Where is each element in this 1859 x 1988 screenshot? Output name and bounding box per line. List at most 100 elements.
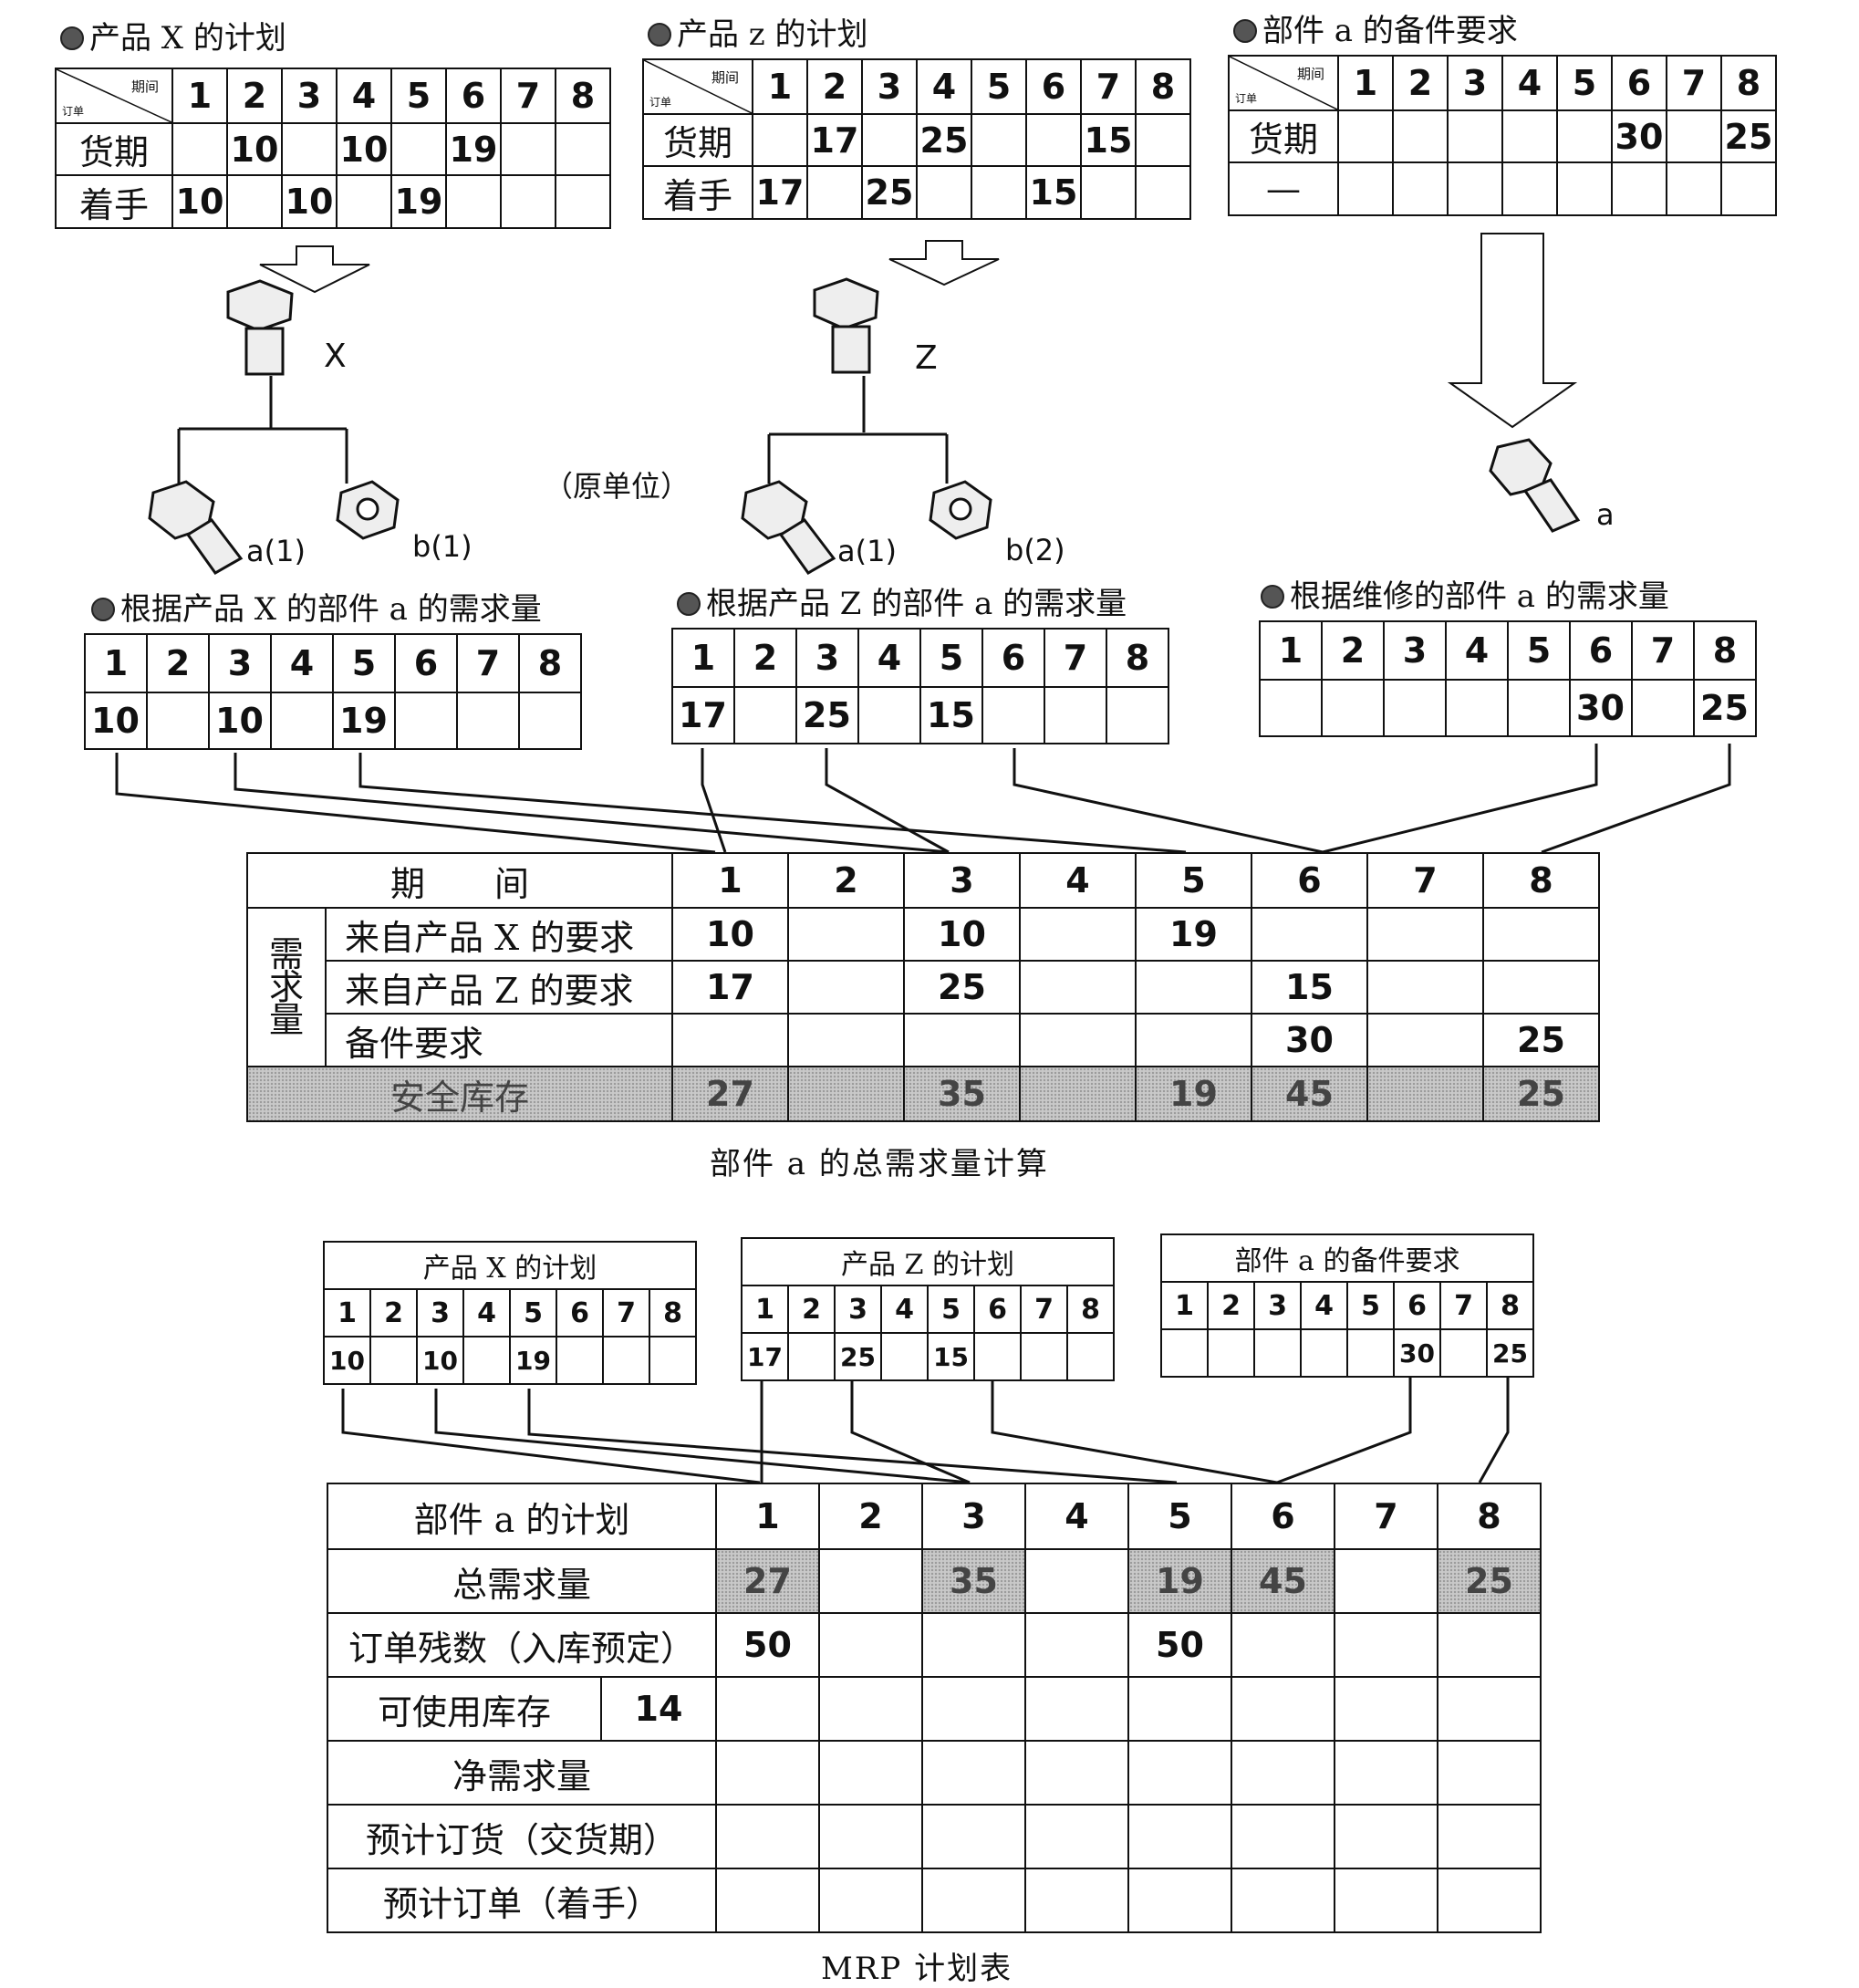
delivery-cell: 25 [1720,109,1777,163]
gross-cell [1019,1013,1137,1067]
mrp-caption: MRP 计划表 [821,1951,1013,1987]
flow-lines [115,744,1731,854]
small-plan-cell [1207,1328,1255,1378]
small-plan-cell: 15 [927,1332,975,1381]
period-header: 5 [1135,852,1252,909]
period-header: 6 [394,633,458,693]
small-plan-cell: 17 [741,1332,789,1381]
gross-cell: 17 [671,960,789,1015]
x-child-b-label: b(1) [412,529,473,564]
nut-z-b-icon [929,480,992,540]
mrp-cell [1437,1740,1542,1806]
total-cell: 45 [1251,1066,1368,1122]
start-cell [1666,161,1722,216]
row-label: 来自产品 X 的要求 [325,907,673,962]
period-header: 7 [1366,852,1484,909]
small-plan-cell: 25 [834,1332,882,1381]
delivery-cell: 10 [336,122,392,176]
mrp-initial-stock: 14 [600,1676,717,1742]
delivery-cell [971,113,1027,167]
small-plan-cell [787,1332,836,1381]
delivery-cell [1501,109,1558,163]
flow-lines-2 [341,1376,1510,1484]
period-header: 4 [880,1285,929,1334]
period-header: 3 [834,1285,882,1334]
period-header: 7 [1666,55,1722,111]
period-header: 2 [226,68,283,124]
mrp-cell [818,1548,923,1614]
mrp-cell [818,1868,923,1933]
period-header: 2 [787,852,905,909]
demand-x-title: 根据产品 X 的部件 a 的需求量 [91,584,542,629]
gross-cell [1366,907,1484,962]
period-header: 4 [336,68,392,124]
gross-cell [1366,960,1484,1015]
mrp-cell [715,1804,820,1869]
demand-cell: 10 [84,692,148,750]
period-header: 6 [1025,58,1082,115]
gross-cell [671,1013,789,1067]
gross-cell: 25 [1482,1013,1600,1067]
demand-cell [733,686,797,744]
period-header: 2 [1392,55,1449,111]
total-cell: 25 [1482,1066,1600,1122]
start-cell [1501,161,1558,216]
mrp-cell [1024,1804,1129,1869]
mrp-cell [1024,1740,1129,1806]
group-label: 需求量 [246,907,327,1067]
mrp-cell: 45 [1231,1548,1335,1614]
period-header: 2 [733,628,797,688]
period-header: 1 [671,628,735,688]
small-plan-cell [1300,1328,1348,1378]
small-plan-title: 部件 a 的备件要求 [1160,1233,1534,1283]
demand-cell [456,692,520,750]
delivery-cell [555,122,611,176]
period-header: 2 [818,1483,923,1550]
mrp-row-label: 可使用库存 [327,1676,602,1742]
period-header: 8 [1437,1483,1542,1550]
bullet-icon [648,23,671,47]
period-header: 4 [916,58,972,115]
delivery-cell [861,113,918,167]
period-header-label: 期间 [711,69,739,86]
down-arrow-icon [1447,233,1578,429]
mrp-cell [1334,1676,1438,1742]
mrp-cell [818,1612,923,1678]
demand-cell [1507,679,1571,737]
period-header: 7 [456,633,520,693]
mrp-cell: 50 [715,1612,820,1678]
small-plan-cell [1439,1328,1488,1378]
mrp-cell [1024,1612,1129,1678]
spare-a-title: 部件 a 的备件要求 [1233,5,1518,50]
period-header: 7 [500,68,556,124]
period-header: 6 [1393,1281,1441,1330]
mrp-cell [1437,1676,1542,1742]
total-cell [1366,1066,1484,1122]
demand-cell: 19 [332,692,396,750]
small-plan-cell [462,1336,511,1385]
period-header: 3 [1253,1281,1302,1330]
start-cell [1611,161,1667,216]
period-header: 6 [981,628,1045,688]
plan-x-title: 产品 X 的计划 [60,13,286,57]
period-header: 1 [171,68,228,124]
row-label-start: 着手 [642,165,753,220]
period-header: 1 [671,852,789,909]
small-plan-cell: 25 [1486,1328,1534,1378]
demand-cell [981,686,1045,744]
mrp-cell [1127,1868,1232,1933]
order-header-label: 订单 [62,105,85,118]
small-plan-cell [973,1332,1022,1381]
delivery-cell [1447,109,1503,163]
delivery-cell [1337,109,1394,163]
total-cell [1019,1066,1137,1122]
row-label-delivery: 货期 [642,113,753,167]
demand-cell [1259,679,1323,737]
period-header: 8 [1135,58,1191,115]
period-header: 5 [390,68,447,124]
row-label: 备件要求 [325,1013,673,1067]
